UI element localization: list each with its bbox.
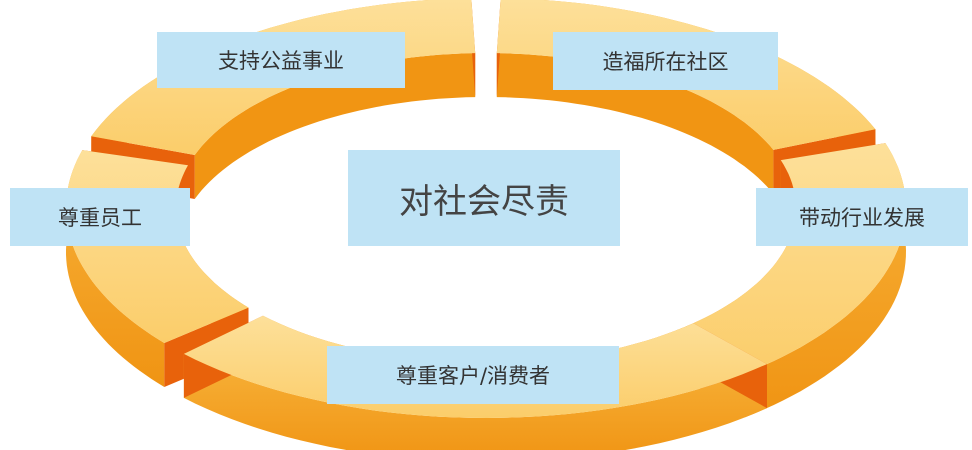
segment-label-industry: 带动行业发展 [756,188,968,246]
segment-side-employees [66,150,165,387]
segment-label-employees: 尊重员工 [10,188,190,246]
segment-label-customers: 尊重客户/消费者 [327,346,619,404]
center-label: 对社会尽责 [348,150,620,246]
segment-inner-public-welfare [194,53,476,199]
segment-label-public-welfare: 支持公益事业 [157,32,405,88]
segment-side-customers [183,353,767,450]
segment-label-community: 造福所在社区 [553,32,778,90]
